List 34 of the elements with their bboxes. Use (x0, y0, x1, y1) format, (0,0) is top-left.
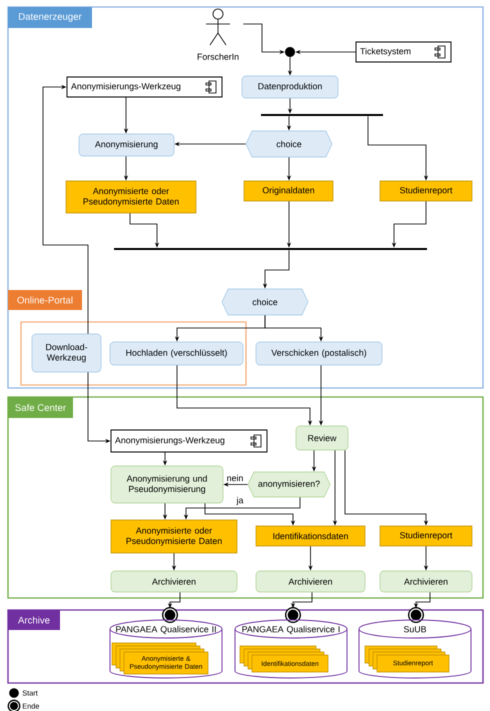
tool-box: Anonymisierungs-Werkzeug (110, 430, 268, 452)
start-dot (285, 47, 295, 57)
process-box: Anonymisierung (78, 134, 174, 156)
decision-hexagon: anonymisieren? (248, 472, 330, 498)
end-ring (162, 607, 178, 623)
data-box: Originaldaten (244, 180, 334, 202)
choice-hexagon: choice (246, 130, 332, 158)
data-box: Studienreport (380, 180, 472, 202)
tool-box: Anonymisierungs-Werkzeug (66, 76, 222, 98)
edge-label: nein (226, 474, 244, 482)
process-box: Archivieren (110, 570, 238, 592)
process-box: Download-Werkzeug (32, 334, 102, 372)
end-ring (408, 607, 424, 623)
tool-box: Ticketsystem (356, 42, 452, 62)
process-box: Verschicken (postalisch) (256, 342, 382, 366)
arrow (42, 84, 88, 334)
data-box: Identifikationsdaten (256, 526, 366, 546)
lane-tab: Datenerzeuger (8, 7, 92, 28)
lane-tab: Online-Portal (8, 290, 82, 310)
process-box: Hochladen (verschlüsselt) (110, 342, 244, 366)
choice-hexagon: choice (222, 288, 308, 316)
data-box: Anonymisierte oder Pseudonymisierte Daten (110, 520, 238, 554)
lane-tab: Archive (8, 610, 60, 630)
process-box: Archivieren (380, 570, 472, 592)
data-box: Studienreport (380, 526, 472, 546)
process-box: Archivieren (256, 570, 366, 592)
data-box: Anonymisierte oder Pseudonymisierte Daten (66, 180, 196, 214)
lane-tab: Safe Center (8, 397, 73, 418)
end-ring (285, 607, 301, 623)
actor-figure: ForscherIn (198, 8, 238, 60)
process-box: Review (296, 426, 348, 450)
process-box: Anonymisierung und Pseudonymisierung (110, 466, 224, 504)
process-box: Datenproduktion (242, 76, 338, 98)
edge-label: ja (236, 496, 244, 506)
